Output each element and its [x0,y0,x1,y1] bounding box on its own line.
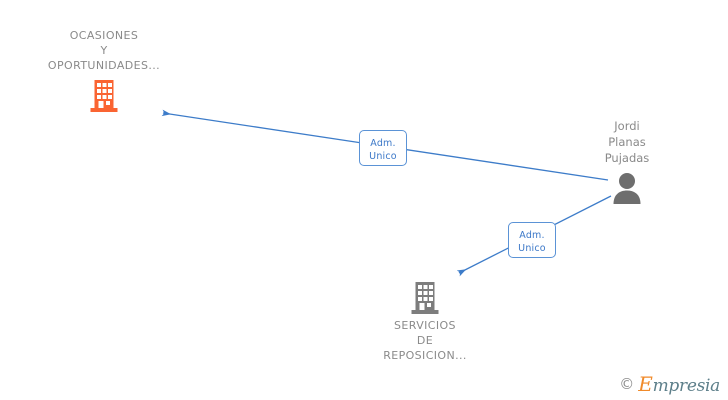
node-label-jordi: Jordi Planas Pujadas [604,119,650,165]
brand-initial: E [638,372,653,396]
node-label-ocasiones: OCASIONES Y OPORTUNIDADES... [47,29,161,72]
person-icon [613,173,641,204]
node-person-jordi[interactable]: Jordi Planas Pujadas [567,118,687,204]
node-company-servicios[interactable]: SERVICIOS DE REPOSICION... [345,281,505,363]
brand-rest: mpresia [652,376,721,396]
relation-tag-adm-unico-ocasiones[interactable]: Adm. Unico [359,130,407,166]
brand-wordmark: Empresia [638,374,720,395]
building-icon [411,282,439,314]
node-label-servicios: SERVICIOS DE REPOSICION... [383,319,467,362]
node-company-ocasiones[interactable]: OCASIONES Y OPORTUNIDADES... [24,28,184,113]
watermark-empresia: © Empresia [619,374,720,395]
copyright-icon: © [619,375,635,393]
relation-tag-adm-unico-servicios[interactable]: Adm. Unico [508,222,556,258]
building-icon [90,80,118,112]
